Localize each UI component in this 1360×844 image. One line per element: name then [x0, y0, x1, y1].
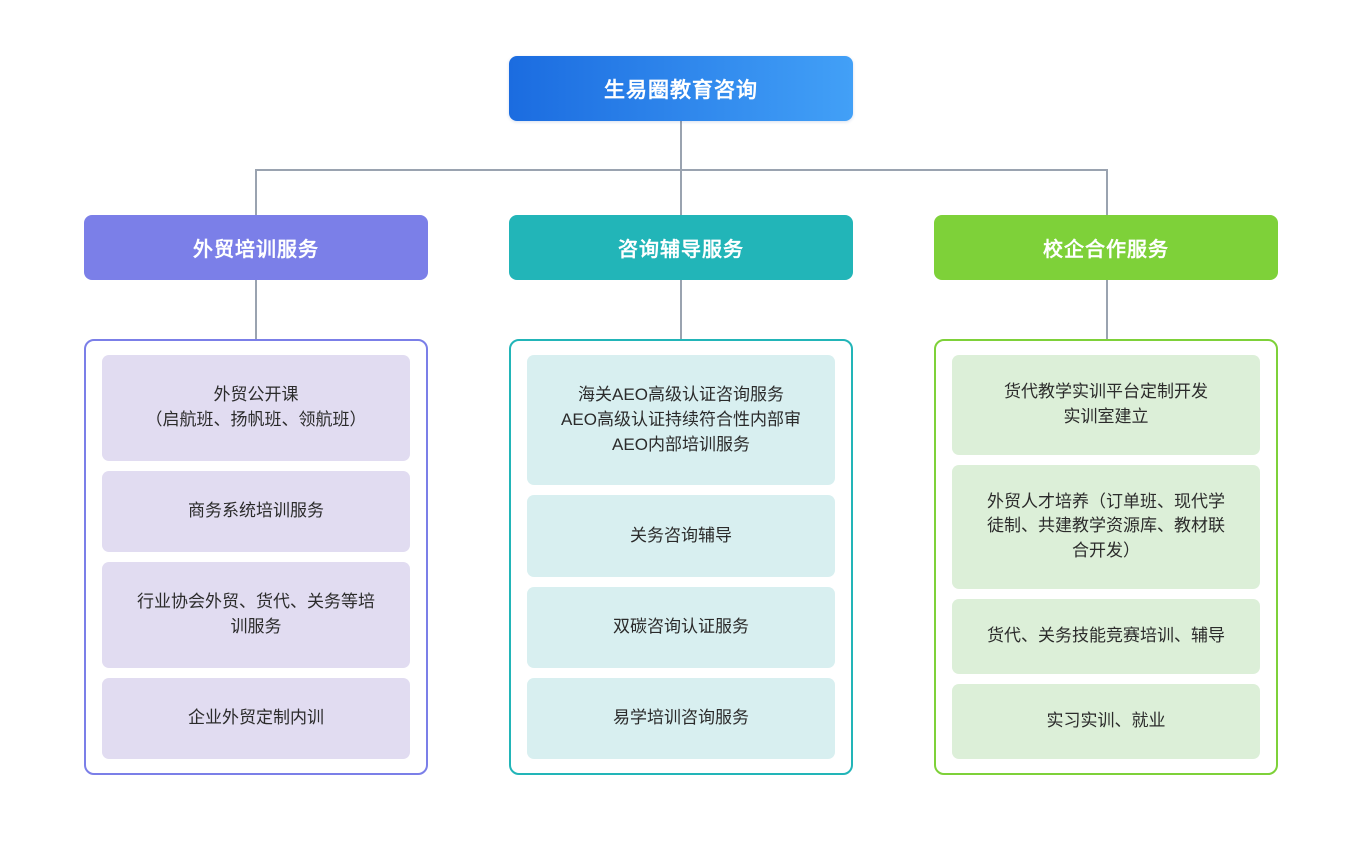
item-card-line: AEO内部培训服务: [612, 434, 750, 454]
item-card-line: 双碳咨询认证服务: [613, 616, 749, 636]
branch-header-label: 校企合作服务: [1043, 239, 1169, 261]
branch-box-consulting: 海关AEO高级认证咨询服务 AEO高级认证持续符合性内部审 AEO内部培训服务 关务…: [509, 339, 853, 775]
item-card-line: 实习实训、就业: [1046, 711, 1166, 731]
item-card-text: 外贸公开课 （启航班、扬帆班、领航班）: [146, 383, 367, 432]
item-card-text: 双碳咨询认证服务: [613, 615, 749, 640]
item-card-line: 企业外贸定制内训: [188, 708, 324, 728]
item-card-line: AEO高级认证持续符合性内部审: [561, 409, 801, 429]
item-card[interactable]: 货代、关务技能竞赛培训、辅导: [952, 598, 1260, 674]
connector-branch-2-drop: [680, 169, 682, 216]
item-card-text: 海关AEO高级认证咨询服务 AEO高级认证持续符合性内部审 AEO内部培训服务: [561, 383, 801, 457]
root-node-label: 生易圈教育咨询: [604, 78, 758, 102]
branch-box-training: 外贸公开课 （启航班、扬帆班、领航班） 商务系统培训服务 行业协会外贸、货代、关务…: [84, 339, 428, 775]
item-card-line: 商务系统培训服务: [188, 501, 324, 521]
item-card-text: 关务咨询辅导: [630, 524, 732, 549]
item-card-line: 关务咨询辅导: [630, 525, 732, 545]
item-card[interactable]: 外贸公开课 （启航班、扬帆班、领航班）: [102, 355, 410, 461]
item-card-text: 行业协会外贸、货代、关务等培训服务: [137, 590, 375, 639]
connector-branch-1-drop: [255, 169, 257, 216]
item-card-line: 合开发）: [1072, 541, 1140, 561]
item-card[interactable]: 货代教学实训平台定制开发实训室建立: [952, 355, 1260, 455]
item-card-line: 徒制、共建教学资源库、教材联: [987, 516, 1225, 536]
branch-header-school-enterprise[interactable]: 校企合作服务: [934, 215, 1278, 280]
item-card[interactable]: 实习实训、就业: [952, 683, 1260, 759]
branch-header-label: 外贸培训服务: [193, 239, 319, 261]
item-card[interactable]: 双碳咨询认证服务: [527, 586, 835, 668]
item-card-line: 外贸人才培养（订单班、现代学: [987, 491, 1225, 511]
item-card[interactable]: 易学培训咨询服务: [527, 677, 835, 760]
item-card-line: 货代、关务技能竞赛培训、辅导: [987, 626, 1225, 646]
item-card[interactable]: 外贸人才培养（订单班、现代学徒制、共建教学资源库、教材联合开发）: [952, 464, 1260, 589]
root-node[interactable]: 生易圈教育咨询: [509, 56, 853, 121]
item-card[interactable]: 海关AEO高级认证咨询服务 AEO高级认证持续符合性内部审 AEO内部培训服务: [527, 355, 835, 486]
connector-branch-1-to-box: [255, 280, 257, 340]
connector-branch-3-to-box: [1106, 280, 1108, 340]
item-card[interactable]: 商务系统培训服务: [102, 470, 410, 553]
item-card-line: 易学培训咨询服务: [613, 708, 749, 728]
branch-box-school-enterprise: 货代教学实训平台定制开发实训室建立 外贸人才培养（订单班、现代学徒制、共建教学资…: [934, 339, 1278, 775]
connector-branch-3-drop: [1106, 169, 1108, 216]
item-card[interactable]: 企业外贸定制内训: [102, 677, 410, 760]
branch-header-consulting[interactable]: 咨询辅导服务: [509, 215, 853, 280]
item-card-text: 商务系统培训服务: [188, 499, 324, 524]
branch-header-training[interactable]: 外贸培训服务: [84, 215, 428, 280]
item-card-text: 货代、关务技能竞赛培训、辅导: [987, 624, 1225, 649]
connector-branch-2-to-box: [680, 280, 682, 340]
item-card-line: 行业协会外贸、货代、关务等培: [137, 592, 375, 612]
item-card-line: 外贸公开课: [213, 385, 299, 405]
item-card[interactable]: 行业协会外贸、货代、关务等培训服务: [102, 562, 410, 668]
branch-header-label: 咨询辅导服务: [618, 239, 744, 261]
item-card-line: （启航班、扬帆班、领航班）: [145, 409, 367, 429]
item-card-line: 训服务: [230, 616, 282, 636]
item-card-line: 货代教学实训平台定制开发: [1004, 382, 1208, 402]
item-card-text: 企业外贸定制内训: [188, 706, 324, 731]
item-card-text: 易学培训咨询服务: [613, 706, 749, 731]
item-card-line: 海关AEO高级认证咨询服务: [578, 385, 784, 405]
item-card-line: 实训室建立: [1063, 406, 1149, 426]
item-card-text: 外贸人才培养（订单班、现代学徒制、共建教学资源库、教材联合开发）: [987, 490, 1225, 564]
connector-root-stem: [680, 121, 682, 170]
item-card-text: 货代教学实训平台定制开发实训室建立: [1004, 380, 1208, 429]
item-card[interactable]: 关务咨询辅导: [527, 495, 835, 577]
item-card-text: 实习实训、就业: [1047, 709, 1166, 734]
